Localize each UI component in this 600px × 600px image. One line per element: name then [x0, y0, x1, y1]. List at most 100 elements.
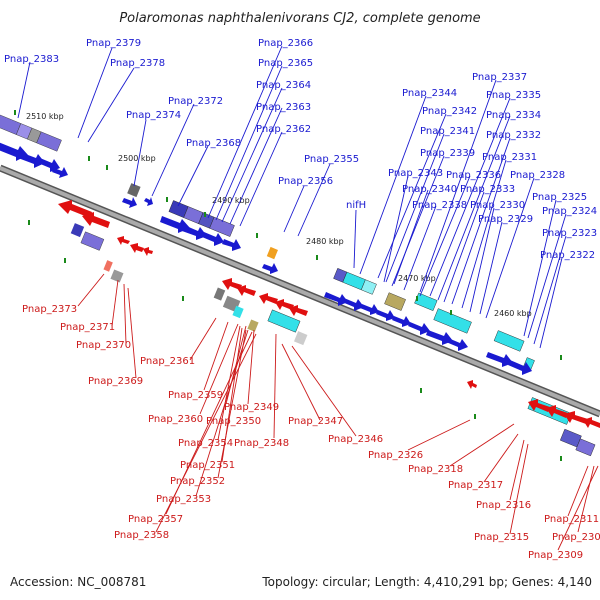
gene-label: Pnap_2361	[140, 356, 195, 367]
leader-line	[199, 323, 239, 415]
tick-mark	[450, 310, 452, 315]
reverse-leader-lines	[77, 273, 599, 551]
scale-label: 2500 kbp	[118, 154, 156, 163]
tick-mark	[474, 414, 476, 419]
cog-box	[414, 292, 438, 311]
gene-arrow-reverse	[289, 305, 308, 316]
gene-label: Pnap_2343	[388, 168, 443, 179]
cog-box	[384, 292, 406, 311]
gene-label: Pnap_2323	[542, 228, 597, 239]
forward-leader-lines	[17, 45, 567, 349]
genome-backbone-highlight	[0, 166, 600, 416]
gene-label: Pnap_2383	[4, 54, 59, 65]
leader-line	[247, 329, 255, 405]
gene-label: Pnap_2359	[168, 390, 223, 401]
gene-arrow-forward	[160, 216, 190, 233]
tick-mark	[416, 296, 418, 301]
gene-label: Pnap_2322	[540, 250, 595, 261]
gene-arrow-reverse	[528, 399, 550, 412]
leader-line	[283, 185, 305, 233]
tick-mark	[14, 110, 16, 115]
leader-line	[203, 321, 229, 391]
leader-line	[155, 333, 257, 533]
cog-box	[360, 279, 377, 295]
leader-line	[577, 465, 595, 533]
tick-mark	[64, 258, 66, 263]
leader-line	[527, 213, 567, 339]
gene-label: Pnap_2346	[328, 434, 383, 445]
gene-label: Pnap_2332	[486, 130, 541, 141]
gene-arrow-forward	[202, 232, 224, 246]
gene-arrow-reverse	[259, 293, 278, 304]
accession-text: Accession: NC_008781	[10, 575, 146, 589]
gene-arrow-forward	[222, 239, 241, 251]
leader-line	[377, 113, 447, 279]
leader-line	[359, 95, 427, 275]
gene-arrow-reverse	[82, 212, 110, 228]
scale-labels: 2510 kbp 2500 kbp 2490 kbp 2480 kbp 2470…	[26, 112, 532, 318]
leader-line	[567, 465, 589, 517]
gene-arrow-forward	[52, 167, 68, 178]
gene-arrow-forward	[324, 292, 348, 306]
gene-label: Pnap_2379	[86, 38, 141, 49]
gene-label: Pnap_2337	[472, 72, 527, 83]
leader-line	[393, 189, 429, 285]
gene-arrow-forward	[18, 152, 45, 168]
leader-line	[239, 131, 283, 227]
leader-line	[189, 317, 217, 361]
leader-line	[483, 433, 519, 483]
leader-line	[123, 283, 127, 345]
gene-label: Pnap_2335	[486, 90, 541, 101]
tick-mark	[560, 355, 562, 360]
leader-line	[523, 199, 557, 337]
gene-label: Pnap_2334	[486, 110, 541, 121]
cog-box	[110, 269, 124, 283]
leader-line	[195, 329, 249, 497]
gene-arrow-reverse	[546, 405, 568, 418]
gene-arrow-reverse	[467, 380, 477, 389]
cog-box	[342, 271, 366, 291]
scale-label: 2510 kbp	[26, 112, 64, 121]
gene-label: Pnap_2356	[278, 176, 333, 187]
gene-arrow-reverse	[583, 417, 600, 428]
leader-line	[429, 97, 511, 297]
gene-arrow-forward	[486, 352, 513, 367]
scale-label: 2490 kbp	[212, 196, 250, 205]
tick-mark	[182, 296, 184, 301]
leader-line	[17, 61, 31, 119]
cog-box	[267, 309, 301, 333]
gene-label: Pnap_2342	[422, 106, 477, 117]
leader-line	[539, 257, 563, 349]
gene-label: nifH	[346, 200, 366, 211]
leader-line	[177, 145, 209, 207]
gene-label: Pnap_2372	[168, 96, 223, 107]
gene-label: Pnap_2326	[368, 450, 423, 461]
gene-label: Pnap_2338	[412, 200, 467, 211]
leader-line	[151, 103, 195, 197]
gene-arrow-forward	[446, 338, 468, 351]
leader-line	[509, 439, 525, 501]
leader-line	[461, 159, 507, 309]
leader-line	[557, 465, 599, 551]
gene-arrow-forward	[408, 322, 430, 335]
gene-label: Pnap_2353	[156, 494, 211, 505]
gene-arrow-forward	[376, 310, 395, 321]
gene-arrow-forward	[122, 197, 137, 208]
gene-label: Pnap_2324	[542, 206, 597, 217]
leader-line	[297, 163, 331, 237]
leader-line	[469, 207, 495, 313]
gene-arrow-reverse	[117, 236, 130, 245]
gene-label: Pnap_2366	[258, 38, 313, 49]
cog-box	[209, 216, 235, 237]
gene-label: Pnap_2358	[114, 530, 169, 541]
gene-label: Pnap_2370	[76, 340, 131, 351]
gene-arrow-reverse	[275, 299, 294, 310]
leader-line	[485, 177, 535, 319]
gene-label: Pnap_2339	[420, 148, 475, 159]
tick-mark	[316, 255, 318, 260]
leader-line	[383, 175, 409, 283]
leader-line	[443, 191, 485, 303]
gene-label: Pnap_2309	[528, 550, 583, 561]
leader-line	[403, 205, 437, 291]
